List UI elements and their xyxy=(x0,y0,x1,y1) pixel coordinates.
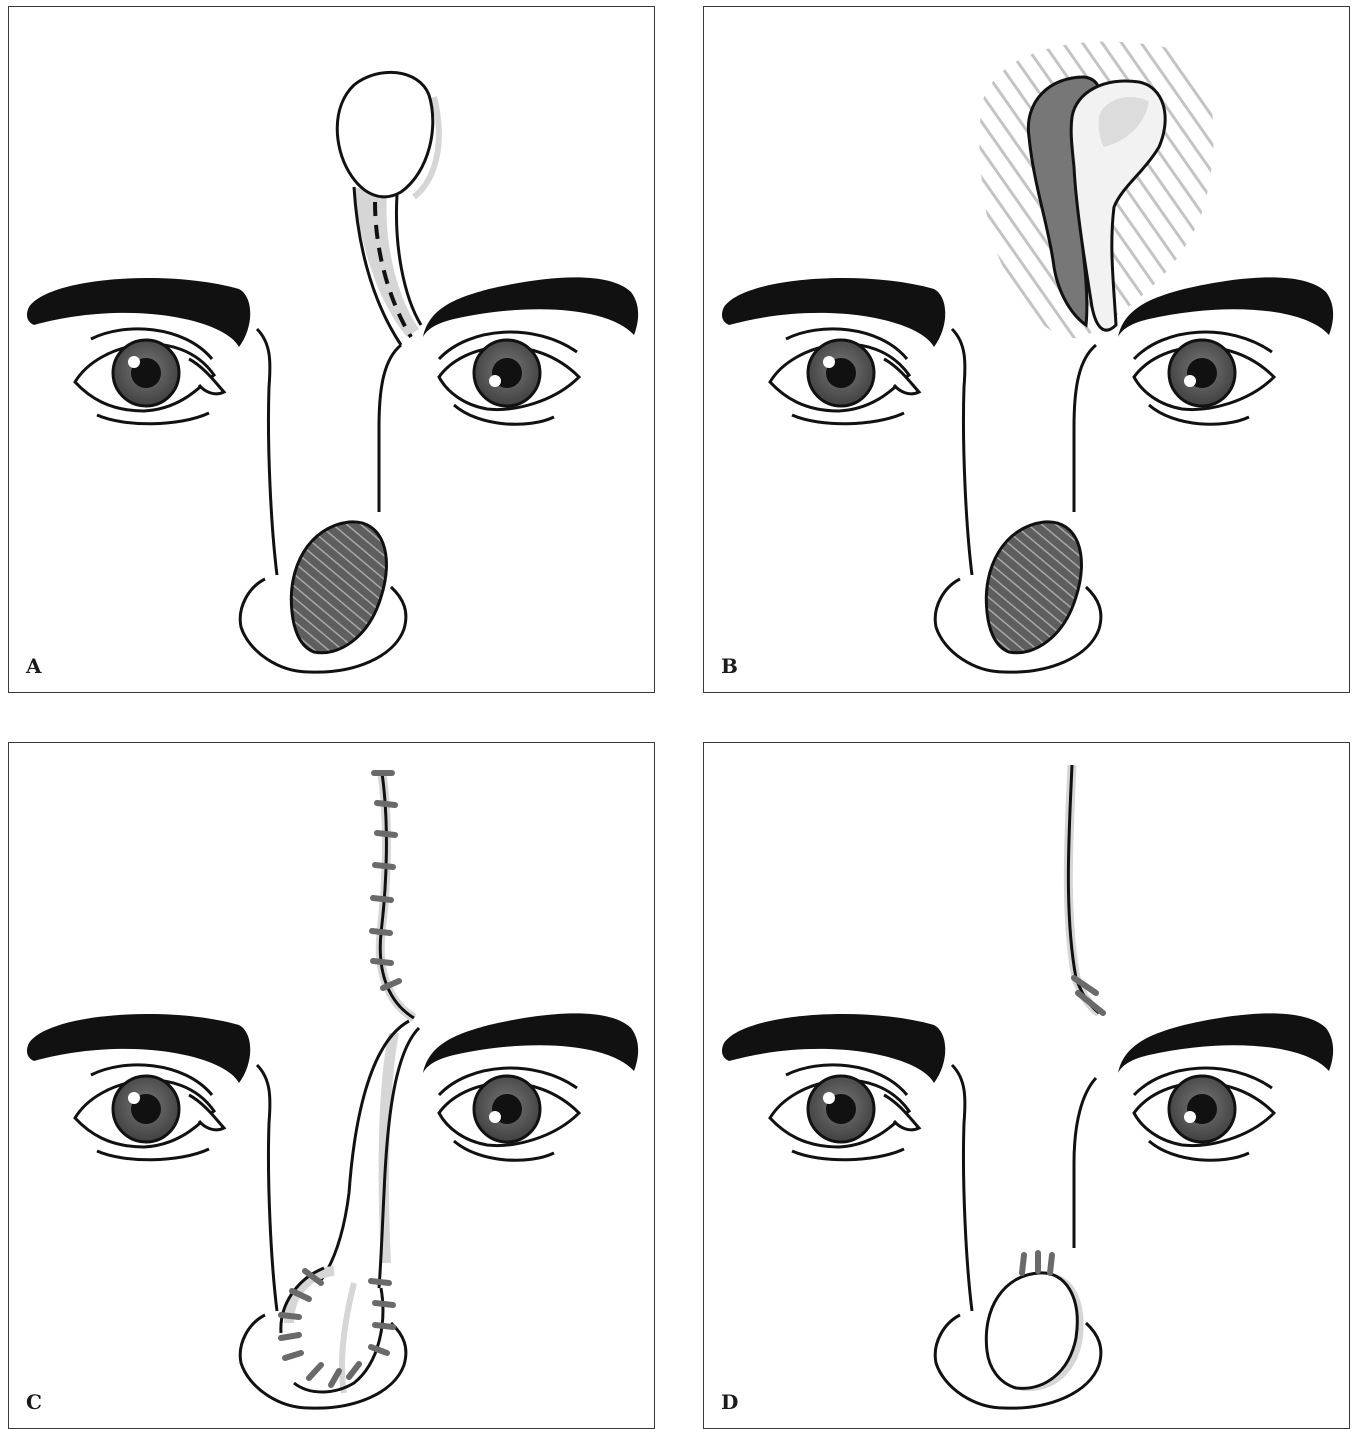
panel-c-drawing xyxy=(9,743,655,1429)
panel-label: C xyxy=(26,1390,42,1414)
panel-d-drawing xyxy=(704,743,1350,1429)
panel-label: D xyxy=(721,1390,738,1414)
panel-label: B xyxy=(721,654,738,678)
panel-c: C xyxy=(8,742,655,1429)
panel-b-drawing xyxy=(704,7,1350,693)
panel-a: A xyxy=(8,6,655,693)
panel-d: D xyxy=(703,742,1350,1429)
panel-a-drawing xyxy=(9,7,655,693)
panel-label: A xyxy=(26,654,42,678)
panel-b: B xyxy=(703,6,1350,693)
